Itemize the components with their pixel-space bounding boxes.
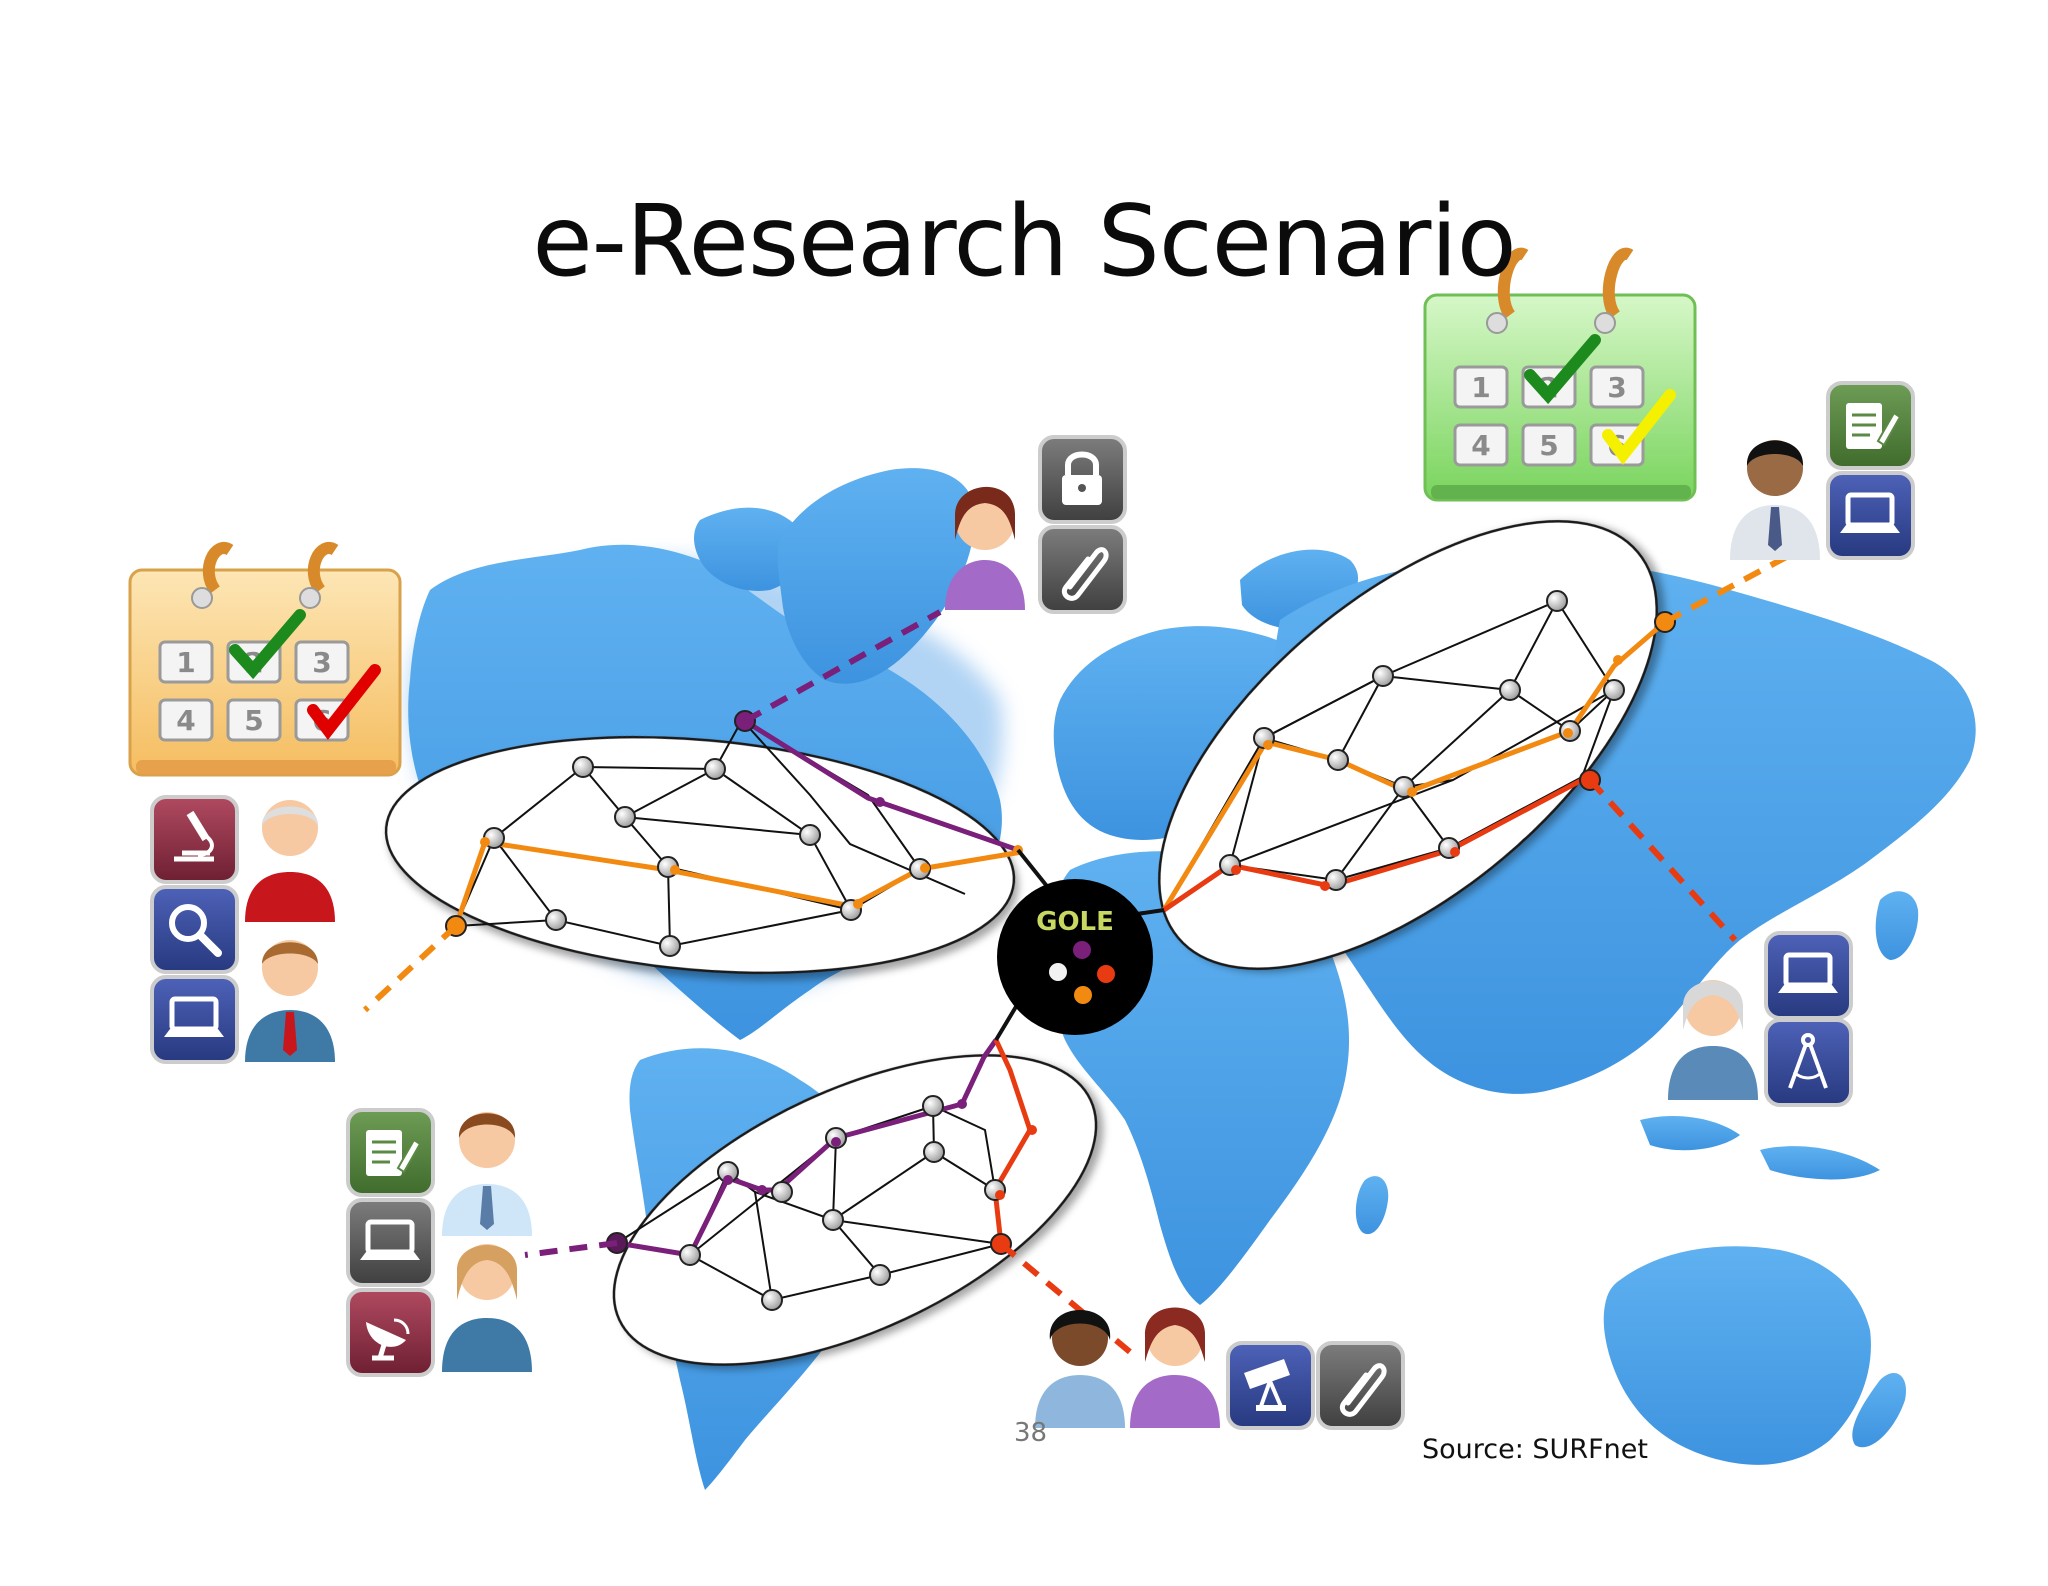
notepad-icon[interactable] [1826,381,1915,470]
network-west-purple-path [743,718,1019,853]
calendar-cell: 4 [176,704,195,737]
lock-icon[interactable] [1038,435,1127,524]
calendar-cell: 3 [1607,371,1626,404]
continent-greenland [777,468,975,684]
user-group-asia-north [1730,381,1915,560]
yellow-check-icon [1602,389,1676,465]
laptop-icon[interactable] [1826,471,1915,560]
user-avatar [1130,1307,1220,1428]
magnifier-icon[interactable] [150,885,239,974]
red-check-icon [307,664,381,740]
user-avatar [1035,1310,1125,1428]
calendar-ring-icon [202,542,339,594]
continent-australia [1603,1246,1871,1465]
calendar-cell: 5 [244,704,263,737]
user-group-north-america [945,435,1127,614]
user-group-south-america [346,1108,532,1377]
calendar-cell: 5 [1539,429,1558,462]
network-south-ellipse [612,1054,1098,1366]
laptop-icon[interactable] [150,975,239,1064]
page-number: 38 [1014,1418,1048,1448]
user-avatar [442,1112,532,1236]
slide-title: e-Research Scenario [532,185,1516,299]
gole-label: GOLE [1036,907,1114,937]
calendar-cell: 3 [312,646,331,679]
calendar-left: 1 2 3 4 5 6 [128,542,402,777]
calendar-cell: 1 [176,646,195,679]
network-east-ellipse [1158,520,1658,970]
laptop-icon[interactable] [346,1198,435,1287]
user-avatar [1668,980,1758,1100]
network-west-orange-path [453,839,1023,927]
user-group-west [150,795,335,1064]
satellite-dish-icon[interactable] [346,1288,435,1377]
green-check-icon [229,609,306,680]
telescope-icon[interactable] [1226,1341,1315,1430]
calendar-ring-icon [1497,247,1634,319]
notepad-icon[interactable] [346,1108,435,1197]
source-credit: Source: SURFnet [1422,1434,1648,1465]
green-check-icon [1524,334,1601,405]
calendar-right: 1 2 3 4 5 6 [1423,247,1697,502]
user-avatar [1730,440,1820,560]
user-avatar [945,486,1025,610]
paperclip-icon[interactable] [1316,1341,1405,1430]
compass-icon[interactable] [1764,1018,1853,1107]
calendar-cell: 1 [1471,371,1490,404]
calendar-cell: 4 [1471,429,1490,462]
user-avatar [245,940,335,1062]
microscope-icon[interactable] [150,795,239,884]
user-group-asia-east [1668,931,1853,1107]
paperclip-icon[interactable] [1038,525,1127,614]
user-avatar [442,1244,532,1372]
user-links [362,552,1792,1355]
user-group-africa [1035,1307,1405,1430]
gole-hub: GOLE [997,879,1153,1035]
laptop-icon[interactable] [1764,931,1853,1020]
user-avatar [245,800,335,922]
